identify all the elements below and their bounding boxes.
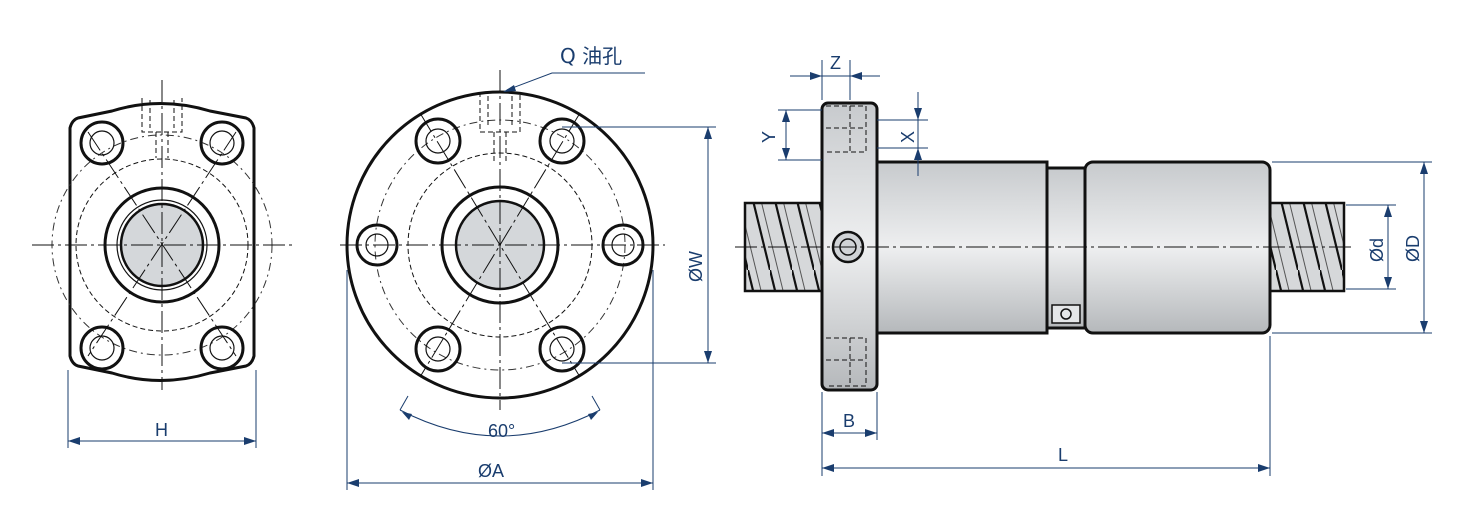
front-view-round-flange [340, 70, 665, 410]
label-B: B [843, 411, 855, 431]
bolt-hole [199, 325, 245, 371]
bolt-hole [79, 120, 125, 166]
label-H: H [155, 420, 168, 440]
bolt-hole [199, 120, 245, 166]
dimension-D: ØD [1272, 161, 1432, 334]
label-d: Ød [1367, 238, 1387, 262]
dimension-Y: Y [759, 109, 822, 161]
label-oil-hole: Q 油孔 [560, 44, 622, 68]
dimension-H: H [67, 370, 257, 448]
label-A: ØA [478, 461, 504, 481]
cut-flange-outline [68, 102, 256, 382]
label-Z: Z [830, 53, 841, 73]
label-Y: Y [759, 131, 779, 143]
dimension-A: ØA [346, 270, 654, 490]
bolt-hole [79, 325, 125, 371]
dimension-W: ØW [562, 126, 716, 364]
dimension-d: Ød [1346, 204, 1396, 290]
label-X: X [898, 131, 918, 143]
label-L: L [1058, 445, 1068, 465]
front-view-cut-flange [32, 80, 292, 390]
dimension-Z: Z [790, 53, 880, 100]
nut-spacer [1045, 166, 1087, 330]
grease-port [1051, 304, 1081, 324]
bolt-hole [538, 325, 586, 373]
label-angle: 60° [488, 421, 515, 441]
bolt-hole [414, 117, 462, 165]
oil-hole-callout: Q 油孔 [503, 44, 645, 92]
bolt-hole [414, 325, 462, 373]
side-view [735, 101, 1352, 392]
label-D: ØD [1403, 235, 1423, 262]
dimension-X: X [877, 92, 928, 176]
bolt-hole [538, 117, 586, 165]
dimension-L: L [821, 336, 1271, 476]
dimension-B: B [821, 392, 878, 440]
label-W: ØW [686, 251, 706, 282]
dimension-angle: 60° [399, 395, 601, 441]
